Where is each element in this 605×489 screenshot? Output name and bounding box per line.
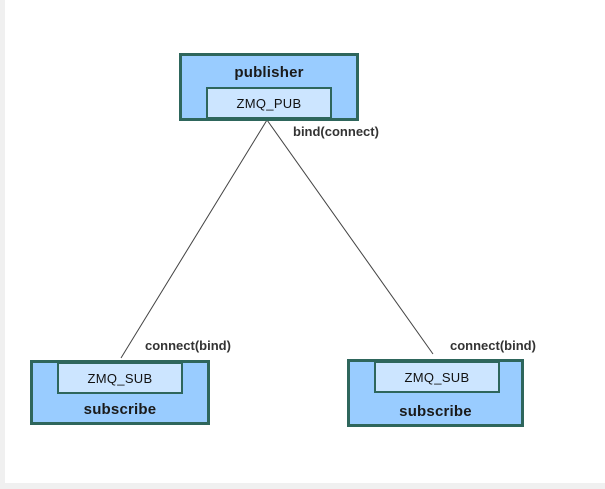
zmq-pub-socket: ZMQ_PUB [206, 87, 332, 119]
subscriber-right-title: subscribe [399, 403, 472, 420]
zmq-sub-socket-right: ZMQ_SUB [374, 361, 500, 393]
edge-publisher-to-right-subscriber [266, 119, 434, 355]
page-edge-left [0, 0, 5, 489]
edge-publisher-to-left-subscriber [120, 119, 268, 359]
publisher-title: publisher [234, 64, 304, 81]
edge-label-connect-bind-right: connect(bind) [450, 338, 536, 353]
subscriber-left-node: ZMQ_SUB subscribe [30, 360, 210, 425]
zmq-sub-socket-left: ZMQ_SUB [57, 362, 183, 394]
page-edge-bottom [0, 483, 605, 489]
subscriber-left-title: subscribe [83, 401, 157, 418]
edge-label-connect-bind-left: connect(bind) [145, 338, 231, 353]
edge-label-bind-connect: bind(connect) [293, 124, 379, 139]
subscriber-right-node: ZMQ_SUB subscribe [347, 359, 524, 427]
publisher-node: publisher ZMQ_PUB [179, 53, 359, 121]
